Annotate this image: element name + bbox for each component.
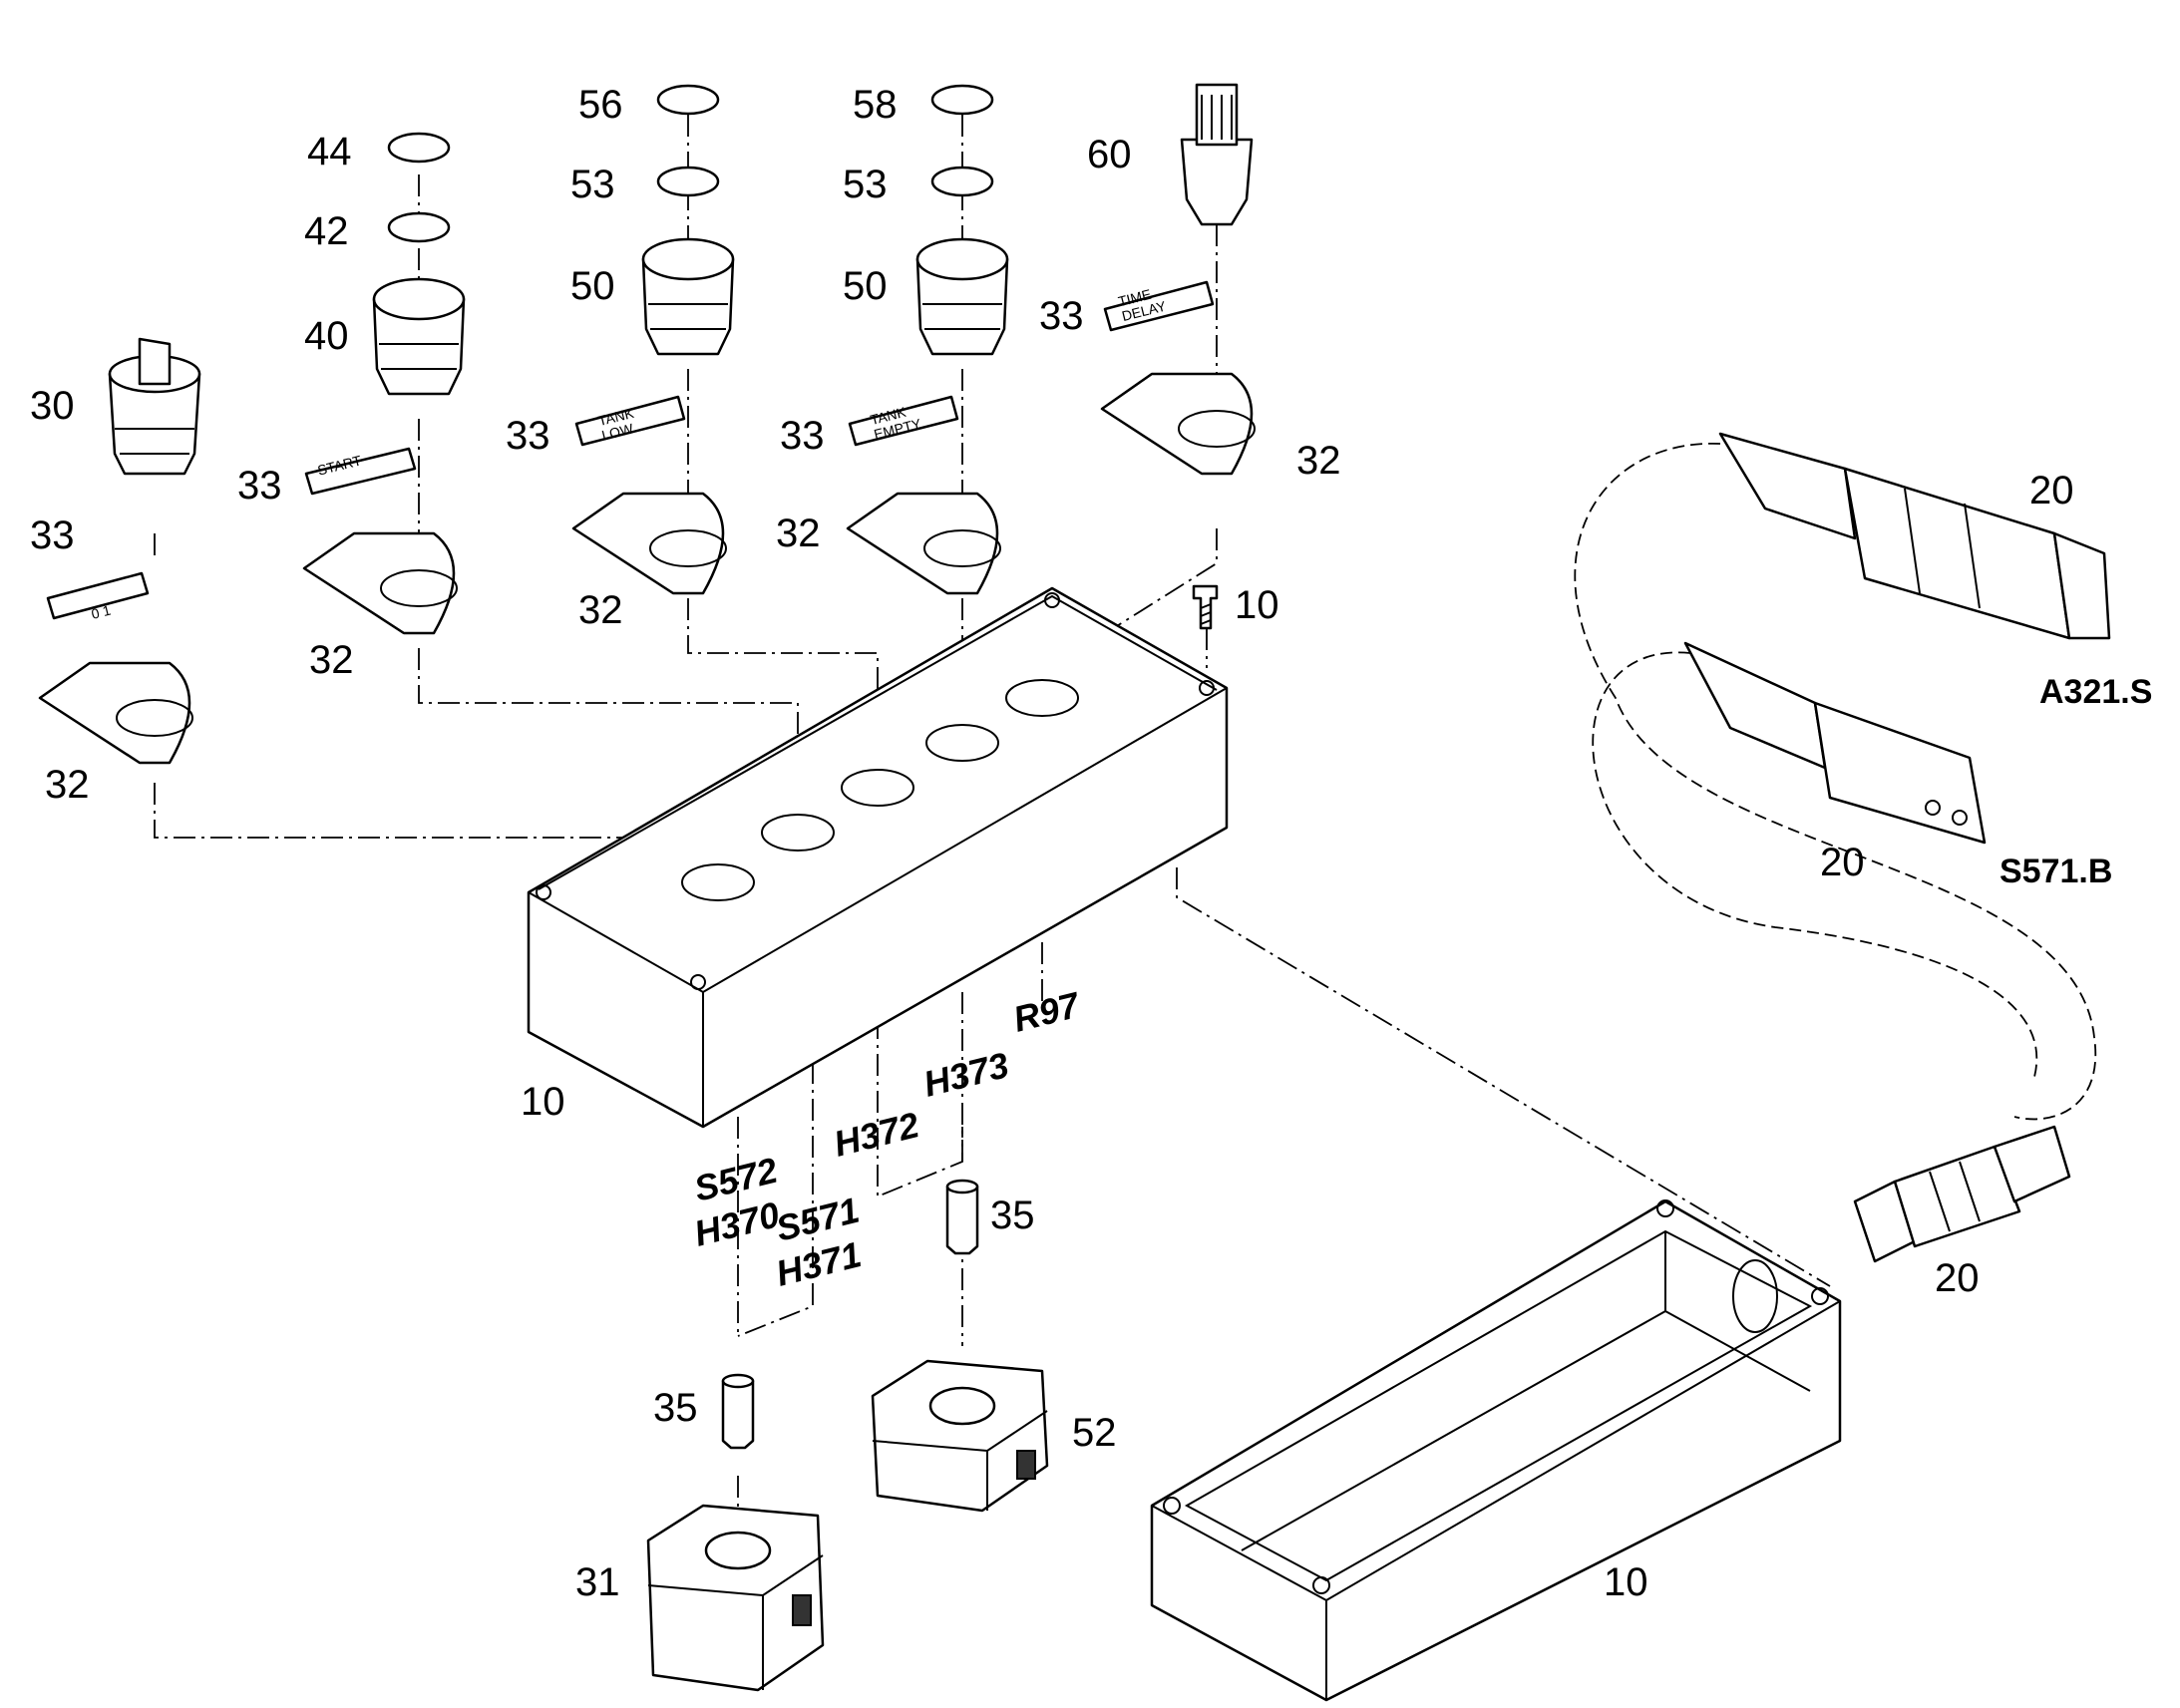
connector-s571b xyxy=(1683,641,1987,845)
callout-58: 58 xyxy=(853,83,898,127)
enclosure-base xyxy=(1150,1199,1842,1702)
callout-20-a321: 20 xyxy=(2029,469,2074,512)
callout-56: 56 xyxy=(578,83,623,127)
lens-caps xyxy=(387,84,994,164)
legend-texts: 0 1 START TANK LOW TANK EMPTY TIME DELAY xyxy=(90,286,1168,622)
callout-52: 52 xyxy=(1072,1411,1117,1455)
callout-35-upper: 35 xyxy=(990,1194,1035,1237)
callout-32-start: 32 xyxy=(309,638,354,682)
callout-20-s571b: 20 xyxy=(1820,841,1865,884)
callout-10-screw: 10 xyxy=(1235,583,1279,627)
enclosure-lid xyxy=(527,586,1229,1129)
callout-33-selector: 33 xyxy=(30,513,75,557)
callout-60: 60 xyxy=(1087,133,1132,176)
legend-time-delay-1: TIME xyxy=(1117,286,1153,310)
callout-33-start: 33 xyxy=(237,464,282,508)
potentiometer xyxy=(1180,83,1254,226)
callout-33-tank-low: 33 xyxy=(506,414,550,458)
callout-50-b: 50 xyxy=(843,264,888,308)
legend-plates xyxy=(46,280,1215,620)
callout-33-tank-empty: 33 xyxy=(780,414,825,458)
callout-10-base: 10 xyxy=(1604,1560,1648,1604)
push-button-tank-empty xyxy=(915,237,1009,356)
callout-20-gland: 20 xyxy=(1935,1256,1980,1300)
callout-35-lower: 35 xyxy=(653,1386,698,1430)
lens-inserts xyxy=(387,166,994,243)
ref-a321s: A321.S xyxy=(2039,673,2152,711)
ref-h372: H372 xyxy=(830,1104,922,1165)
selector-switch xyxy=(108,337,201,476)
connector-a321 xyxy=(1718,432,2111,640)
ref-r97: R97 xyxy=(1009,984,1085,1040)
contact-block-31 xyxy=(646,1504,825,1692)
callout-32-time-delay: 32 xyxy=(1296,439,1341,483)
push-button-start xyxy=(372,277,466,396)
push-button-tank-low xyxy=(641,237,735,356)
callout-31: 31 xyxy=(575,1560,620,1604)
callout-50-a: 50 xyxy=(570,264,615,308)
callout-44: 44 xyxy=(307,130,352,173)
screw xyxy=(1192,584,1219,630)
callout-10-lid: 10 xyxy=(521,1080,565,1124)
cable-gland xyxy=(1853,1125,2071,1263)
callout-53-b: 53 xyxy=(843,163,888,206)
legend-selector: 0 1 xyxy=(90,602,113,622)
contact-block-52 xyxy=(871,1359,1049,1513)
ref-s571b: S571.B xyxy=(1999,853,2112,890)
lamps xyxy=(721,1179,979,1450)
callout-32-selector: 32 xyxy=(45,763,90,807)
callout-53-a: 53 xyxy=(570,163,615,206)
ref-h373: H373 xyxy=(919,1044,1012,1105)
legend-holders xyxy=(38,372,1256,765)
callout-40: 40 xyxy=(304,314,349,358)
callout-30: 30 xyxy=(30,384,75,428)
legend-tank-low-2: LOW xyxy=(600,420,636,443)
callout-numbers: 44 42 40 30 56 53 50 58 53 50 60 33 33 3… xyxy=(30,83,2074,1604)
callout-42: 42 xyxy=(304,209,349,253)
callout-33-time-delay: 33 xyxy=(1039,294,1084,338)
callout-32-tank-empty: 32 xyxy=(776,512,821,555)
callout-32-tank-low: 32 xyxy=(578,588,623,632)
